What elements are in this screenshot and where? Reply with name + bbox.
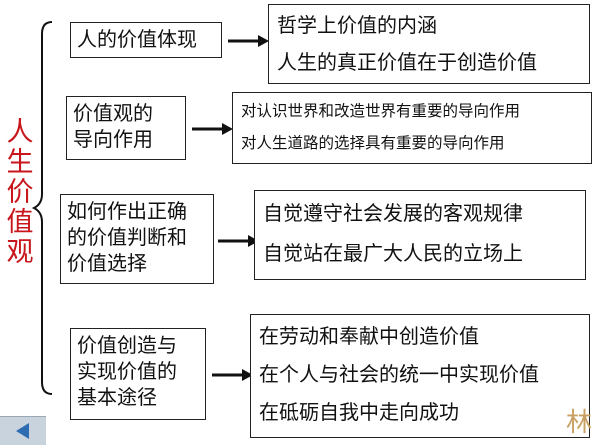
group-3-left-line-3: 价值选择 — [67, 251, 147, 275]
group-4-left-line-3: 基本途径 — [77, 385, 157, 409]
group-3-right-line-2: 自觉站在最广大人民的立场上 — [263, 241, 523, 265]
group-2-left-line-1: 价值观的 — [73, 101, 153, 125]
title-char: 值 — [6, 207, 34, 238]
group-3-right-box: 自觉遵守社会发展的客观规律 自觉站在最广大人民的立场上 — [254, 190, 586, 280]
group-1-right-box: 哲学上价值的内涵 人生的真正价值在于创造价值 — [268, 4, 590, 84]
group-3-left-line-2: 的价值判断和 — [67, 225, 187, 249]
right-arrow-icon — [228, 35, 269, 47]
title-char: 生 — [6, 147, 34, 178]
group-1-right-line-1: 哲学上价值的内涵 — [277, 13, 437, 37]
right-arrow-icon — [192, 123, 233, 135]
title-char: 观 — [6, 237, 34, 268]
right-arrow-icon — [218, 235, 259, 247]
title-char: 价 — [6, 177, 34, 208]
group-1-left-box: 人的价值体现 — [70, 22, 222, 58]
group-2-right-box: 对认识世界和改造世界有重要的导向作用 对人生道路的选择具有重要的导向作用 — [232, 92, 592, 164]
group-2-left-box: 价值观的 导向作用 — [66, 96, 186, 160]
group-4-left-line-2: 实现价值的 — [77, 359, 177, 383]
group-3-left-line-1: 如何作出正确 — [67, 199, 187, 223]
group-4-left-line-1: 价值创造与 — [77, 333, 177, 357]
group-1-right-line-2: 人生的真正价值在于创造价值 — [277, 50, 537, 74]
previous-slide-icon — [16, 423, 29, 439]
diagram-title: 人生价值观 — [6, 118, 34, 268]
group-4-left-box: 价值创造与 实现价值的 基本途径 — [70, 328, 206, 420]
group-4-right-box: 在劳动和奉献中创造价值 在个人与社会的统一中实现价值 在砥砺自我中走向成功 — [250, 314, 590, 438]
group-1-left-line-1: 人的价值体现 — [77, 27, 197, 51]
group-4-right-line-1: 在劳动和奉献中创造价值 — [259, 324, 479, 348]
group-2-right-line-2: 对人生道路的选择具有重要的导向作用 — [241, 134, 505, 152]
title-char: 人 — [6, 117, 34, 148]
group-2-right-line-1: 对认识世界和改造世界有重要的导向作用 — [241, 102, 521, 120]
previous-slide-button[interactable] — [0, 416, 46, 445]
group-3-right-line-1: 自觉遵守社会发展的客观规律 — [263, 201, 523, 225]
title-char: 人生价值观 — [6, 118, 34, 268]
group-4-right-line-2: 在个人与社会的统一中实现价值 — [259, 362, 539, 386]
group-3-left-box: 如何作出正确 的价值判断和 价值选择 — [60, 194, 214, 284]
group-2-left-line-2: 导向作用 — [73, 127, 153, 151]
left-brace — [31, 21, 53, 395]
right-arrow-icon — [212, 369, 253, 381]
watermark: 林 — [566, 408, 593, 438]
group-4-right-line-3: 在砥砺自我中走向成功 — [259, 400, 459, 424]
